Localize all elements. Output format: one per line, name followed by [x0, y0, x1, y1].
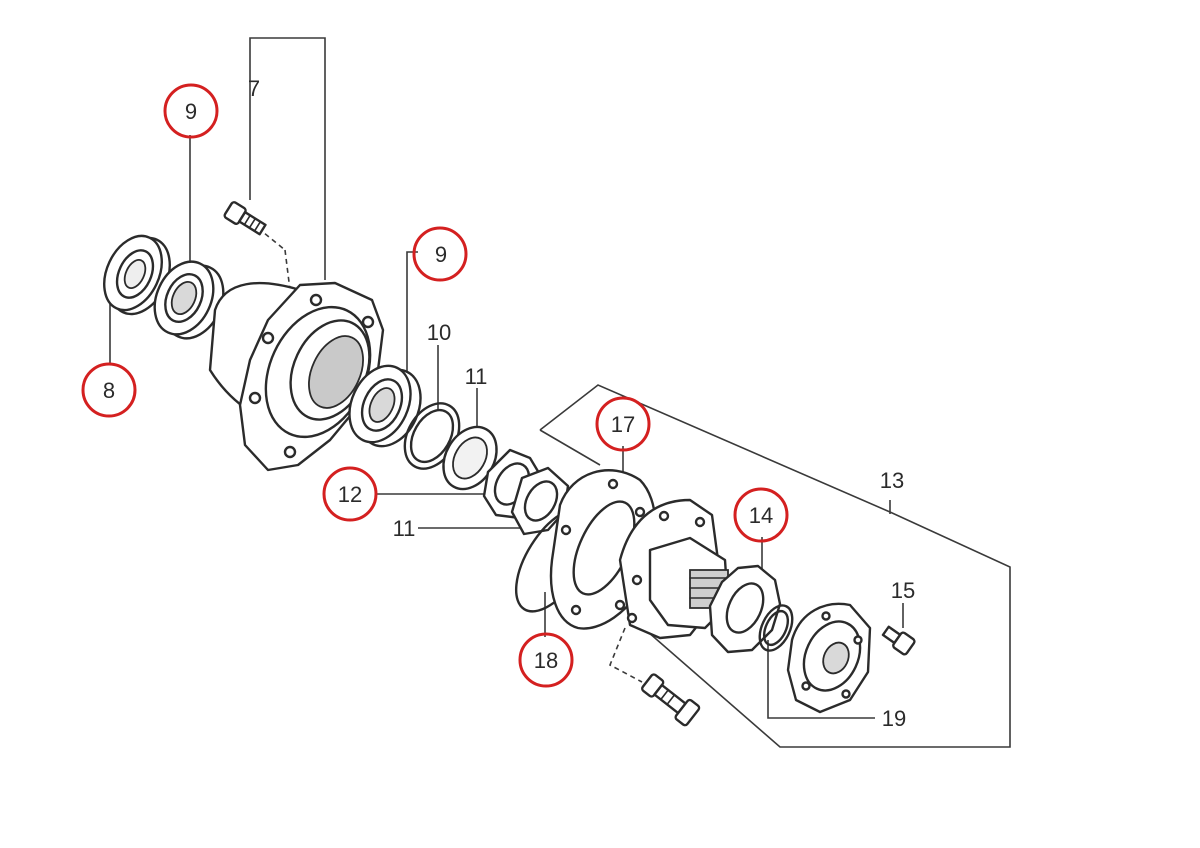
stud-bolt [223, 201, 267, 236]
hub-cap [786, 602, 872, 714]
label-15: 15 [891, 578, 915, 603]
flange-bolt [641, 673, 701, 727]
label-17: 17 [611, 412, 635, 437]
clutch-gear [708, 564, 782, 654]
highlight-circle-18 [518, 632, 574, 688]
lock-washer-upper [442, 425, 498, 491]
highlight-circle-9-upper [163, 83, 219, 139]
cap-bolt [881, 625, 916, 656]
label-8: 8 [103, 378, 115, 403]
highlight-circles [81, 83, 789, 688]
label-18: 18 [534, 648, 558, 673]
part-labels: 7 9 9 8 10 11 12 11 17 13 14 15 18 19 [103, 76, 915, 731]
wheel-hub [208, 281, 385, 472]
label-13: 13 [880, 468, 904, 493]
highlight-circle-17 [595, 396, 651, 452]
label-11b: 11 [393, 516, 416, 541]
label-19: 19 [882, 706, 906, 731]
ring-19 [758, 604, 794, 652]
bracket-lines [249, 37, 1011, 748]
oil-seal [103, 234, 171, 316]
leader-lines [109, 135, 904, 719]
inner-bearing [348, 364, 422, 448]
label-7: 7 [248, 76, 260, 101]
label-12: 12 [338, 482, 362, 507]
label-11a: 11 [465, 364, 488, 389]
highlight-circle-12 [322, 466, 378, 522]
label-14: 14 [749, 503, 773, 528]
label-9b: 9 [435, 242, 447, 267]
label-9a: 9 [185, 99, 197, 124]
label-10: 10 [427, 320, 451, 345]
highlight-circle-9-right [412, 226, 468, 282]
outer-bearing [153, 260, 225, 340]
highlight-circle-14 [733, 487, 789, 543]
highlight-circle-8 [81, 362, 137, 418]
